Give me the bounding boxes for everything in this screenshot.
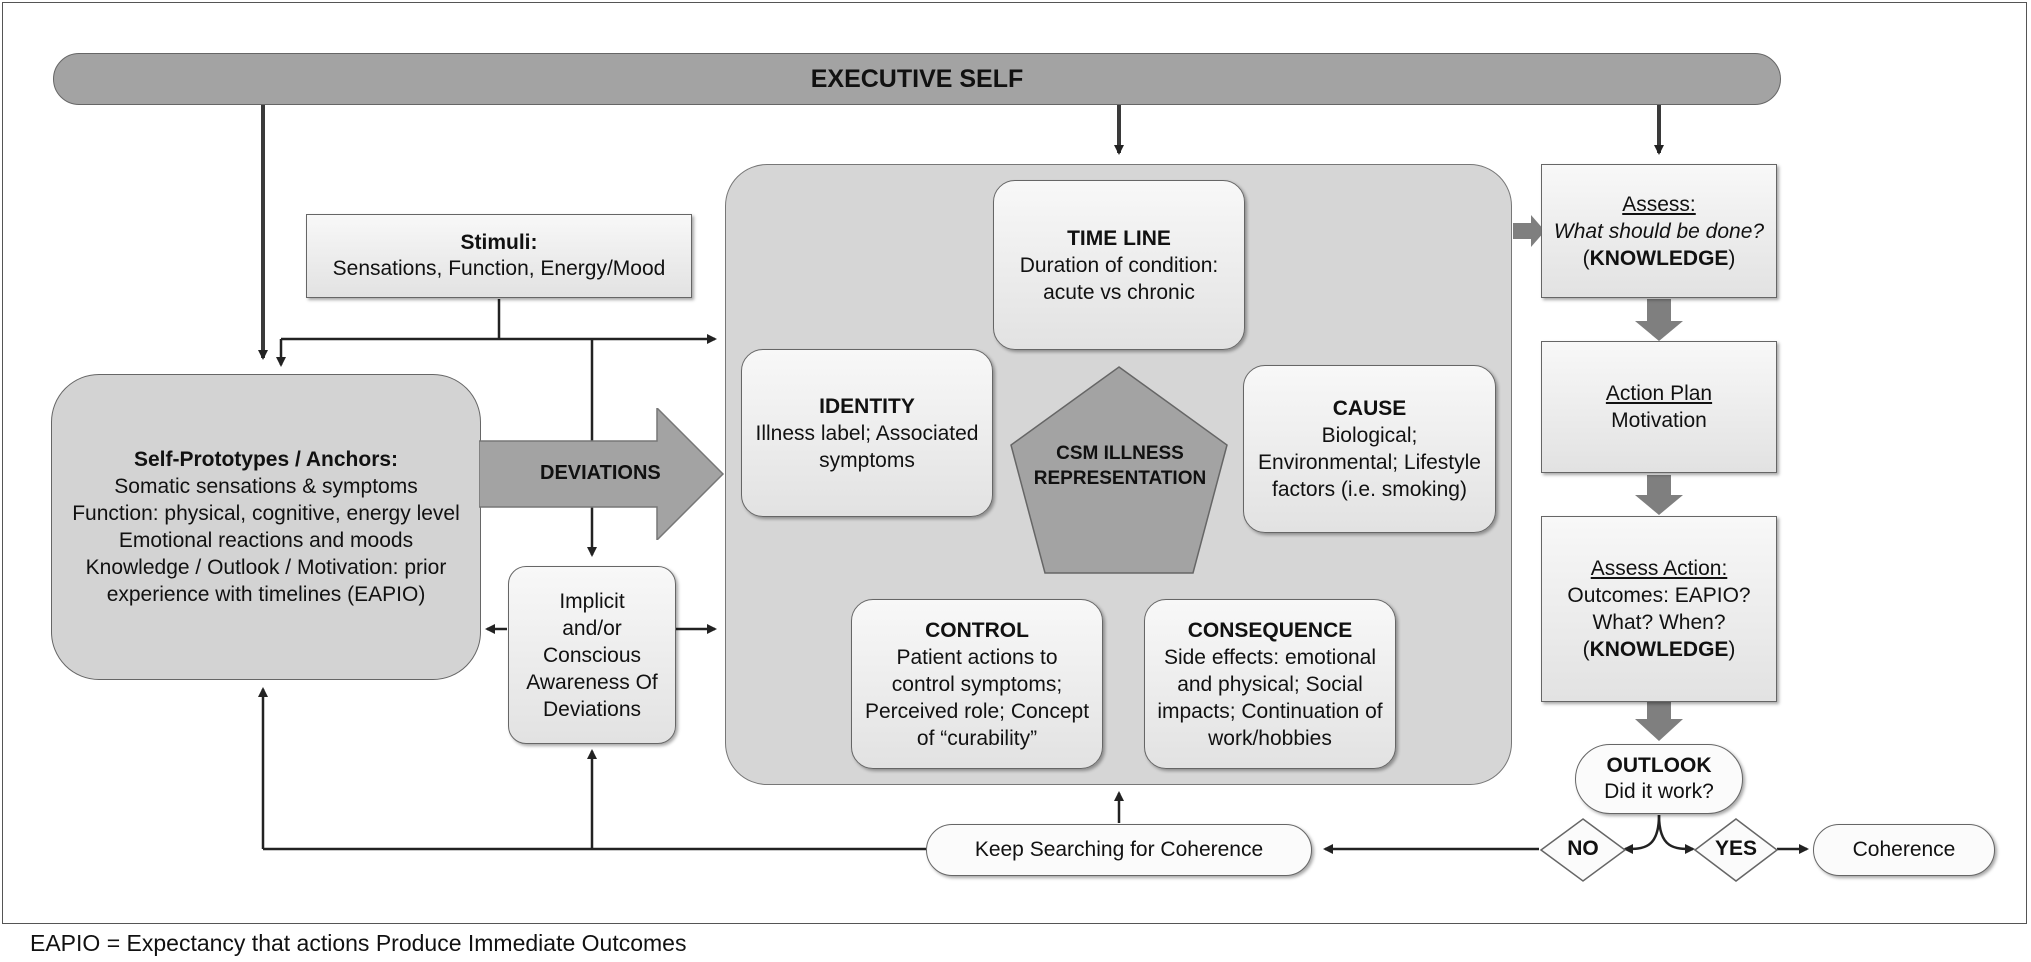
self-prototypes-line: Emotional reactions and moods: [118, 529, 414, 552]
outlook-box: OUTLOOK Did it work?: [1575, 744, 1743, 814]
awareness-line: Conscious: [542, 643, 642, 667]
self-prototypes-line: Function: physical, cognitive, energy le…: [72, 502, 460, 525]
assess-title: Assess:: [1622, 192, 1696, 216]
no-label: NO: [1567, 837, 1599, 860]
control-line: control symptoms;: [891, 672, 1063, 696]
timeline-line: acute vs chronic: [1043, 280, 1195, 304]
self-prototypes-box: Self-Prototypes / Anchors: Somatic sensa…: [51, 374, 481, 680]
assess-action-title: Assess Action:: [1590, 557, 1728, 580]
stimuli-text: Sensations, Function, Energy/Mood: [332, 257, 666, 280]
timeline-line: Duration of condition:: [1019, 253, 1219, 277]
executive-self-bar: EXECUTIVE SELF: [53, 53, 1781, 105]
yes-diamond: [1693, 818, 1779, 882]
no-diamond: [1539, 818, 1627, 882]
awareness-line: and/or: [562, 616, 622, 640]
cause-box: CAUSE Biological; Environmental; Lifesty…: [1243, 365, 1496, 533]
deviations-label: DEVIATIONS: [540, 462, 661, 484]
assess-question: What should be done?: [1553, 219, 1765, 243]
consequence-line: Side effects: emotional: [1163, 645, 1377, 669]
feedback-loop: [258, 687, 1809, 854]
action-plan-title: Action Plan: [1605, 382, 1713, 405]
control-line: Patient actions to: [896, 645, 1058, 669]
deviations-arrow: [479, 408, 725, 540]
awareness-line: Deviations: [542, 697, 642, 721]
footnote: EAPIO = Expectancy that actions Produce …: [30, 930, 687, 956]
stimuli-title: Stimuli:: [460, 231, 538, 254]
assess-knowledge: (KNOWLEDGE): [1582, 246, 1736, 270]
awareness-line: Awareness Of: [526, 670, 658, 694]
action-plan-text: Motivation: [1611, 409, 1707, 432]
outlook-text: Did it work?: [1604, 780, 1714, 803]
awareness-box: Implicit and/or Conscious Awareness Of D…: [508, 566, 676, 744]
keep-searching-box: Keep Searching for Coherence: [926, 824, 1312, 876]
timeline-title: TIME LINE: [1067, 226, 1171, 250]
csm-pentagon: [1010, 366, 1228, 574]
identity-box: IDENTITY Illness label; Associated sympt…: [741, 349, 993, 517]
coherence-box: Coherence: [1813, 824, 1995, 876]
identity-line: symptoms: [819, 448, 915, 472]
self-prototypes-line: Somatic sensations & symptoms: [114, 475, 418, 498]
action-plan-box: Action Plan Motivation: [1541, 341, 1777, 473]
control-line: of “curability”: [916, 726, 1038, 750]
executive-self-label: EXECUTIVE SELF: [810, 64, 1024, 93]
keep-searching-label: Keep Searching for Coherence: [974, 838, 1264, 861]
consequence-title: CONSEQUENCE: [1187, 618, 1353, 642]
cause-line: Biological;: [1321, 424, 1418, 447]
assess-action-line: What? When?: [1592, 611, 1726, 634]
awareness-line: Implicit: [559, 589, 625, 613]
csm-line: CSM ILLNESS: [1056, 443, 1184, 464]
self-prototypes-title: Self-Prototypes / Anchors:: [133, 448, 399, 471]
diagram-frame: EXECUTIVE SELF Stimuli: Sensations, Func…: [2, 2, 2027, 924]
identity-title: IDENTITY: [819, 394, 915, 418]
coherence-label: Coherence: [1852, 838, 1956, 861]
identity-line: Illness label; Associated: [755, 421, 979, 445]
consequence-box: CONSEQUENCE Side effects: emotional and …: [1144, 599, 1396, 769]
consequence-line: and physical; Social: [1177, 672, 1363, 696]
csm-line: REPRESENTATION: [1033, 468, 1207, 489]
assess-action-box: Assess Action: Outcomes: EAPIO? What? Wh…: [1541, 516, 1777, 702]
cause-title: CAUSE: [1332, 397, 1407, 420]
yes-label: YES: [1714, 837, 1758, 860]
self-prototypes-line: Knowledge / Outlook / Motivation: prior: [85, 556, 447, 579]
assess-action-knowledge: (KNOWLEDGE): [1582, 638, 1736, 661]
assess-action-line: Outcomes: EAPIO?: [1567, 584, 1751, 607]
timeline-box: TIME LINE Duration of condition: acute v…: [993, 180, 1245, 350]
gray-block-arrows: [1513, 215, 1683, 741]
assess-box: Assess: What should be done? (KNOWLEDGE): [1541, 164, 1777, 298]
consequence-line: work/hobbies: [1208, 726, 1332, 750]
outlook-title: OUTLOOK: [1606, 754, 1712, 777]
control-title: CONTROL: [925, 618, 1029, 642]
stimuli-box: Stimuli: Sensations, Function, Energy/Mo…: [306, 214, 692, 298]
cause-line: factors (i.e. smoking): [1272, 478, 1467, 501]
executive-down-arrows: [258, 103, 1664, 360]
control-line: Perceived role; Concept: [864, 699, 1090, 723]
csm-label: CSM ILLNESS REPRESENTATION: [1021, 441, 1219, 491]
cause-line: Environmental; Lifestyle: [1258, 451, 1481, 474]
consequence-line: impacts; Continuation of: [1157, 699, 1383, 723]
control-box: CONTROL Patient actions to control sympt…: [851, 599, 1103, 769]
self-prototypes-line: experience with timelines (EAPIO): [106, 583, 426, 606]
